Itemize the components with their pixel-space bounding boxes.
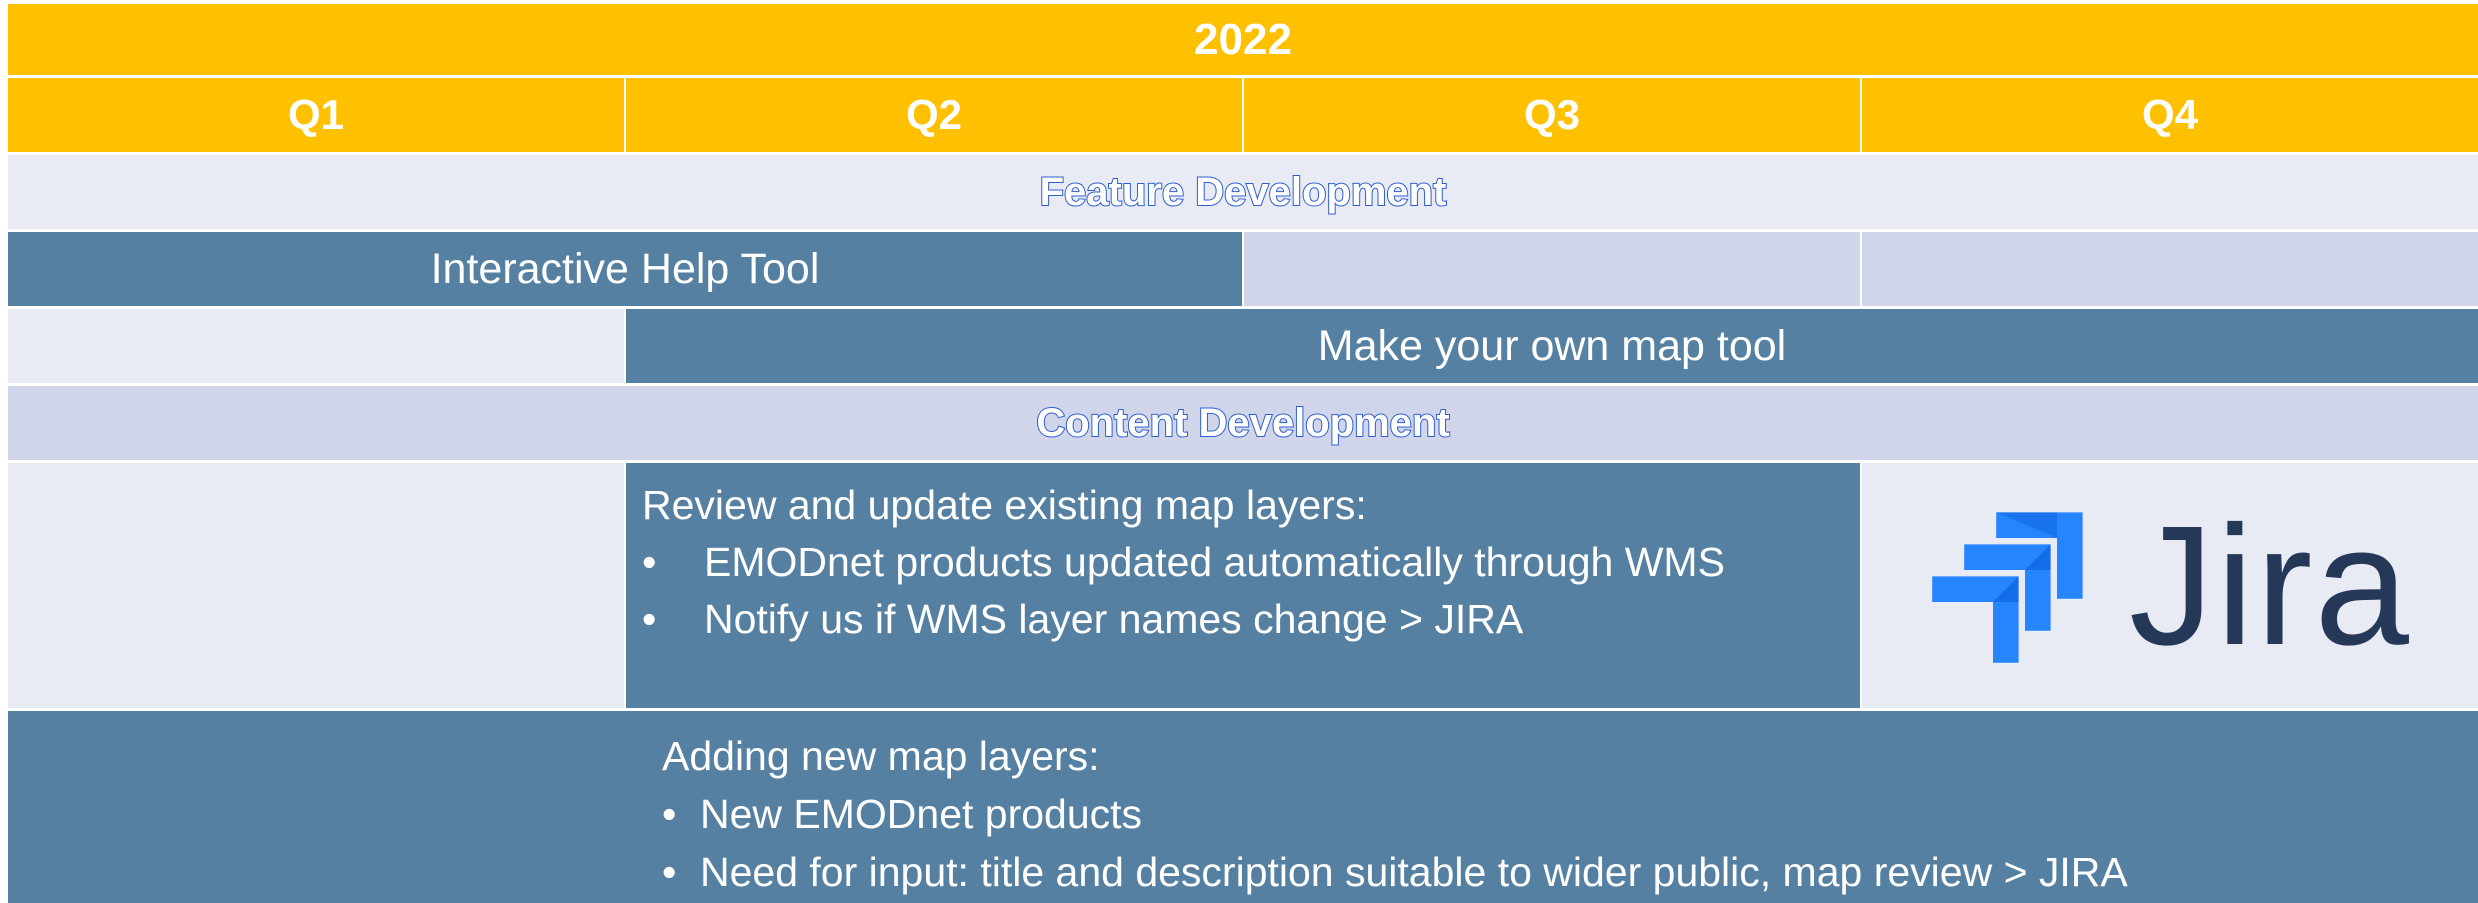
roadmap-grid: 2022 Q1 Q2 Q3 Q4 Feature Development Int… [8,4,2478,903]
quarter-q2: Q2 [626,78,1242,152]
jira-logo: Jira [1929,501,2411,671]
review-bullet-2: Notify us if WMS layer names change > JI… [704,596,1524,642]
jira-mark-icon [1932,511,2083,663]
adding-bullet-2: Need for input: title and description su… [700,849,2128,895]
bar-make-your-own-map-tool: Make your own map tool [626,309,2478,383]
adding-heading: Adding new map layers: [662,733,1100,779]
list-item: • New EMODnet products [662,785,1142,843]
list-item: • Notify us if WMS layer names change > … [642,591,1523,648]
bullet: • [662,791,677,837]
year-header: 2022 [8,4,2478,75]
review-bullet-1: EMODnet products updated automatically t… [704,539,1725,585]
bullet: • [642,539,657,585]
adding-block: Adding new map layers: • New EMODnet pro… [8,711,2478,903]
list-item: • EMODnet products updated automatically… [642,534,1725,591]
empty-cell-content-q1 [8,463,624,708]
list-item: • Need for input: title and description … [662,843,2128,901]
jira-logo-cell: Jira [1862,463,2478,708]
empty-cell-q1 [8,309,624,383]
bullet: • [662,849,677,895]
section-content-development: Content Development [8,386,2478,460]
empty-cell-q4 [1862,232,2478,306]
jira-wordmark: Jira [2129,490,2411,681]
empty-cell-q3 [1244,232,1860,306]
section-feature-development: Feature Development [8,155,2478,229]
bar-interactive-help-tool: Interactive Help Tool [8,232,1242,306]
adding-bullet-1: New EMODnet products [700,791,1143,837]
review-heading: Review and update existing map layers: [642,482,1367,528]
review-block: Review and update existing map layers: •… [626,463,1860,708]
quarter-q1: Q1 [8,78,624,152]
quarter-q3: Q3 [1244,78,1860,152]
bullet: • [642,596,657,642]
quarter-q4: Q4 [1862,78,2478,152]
